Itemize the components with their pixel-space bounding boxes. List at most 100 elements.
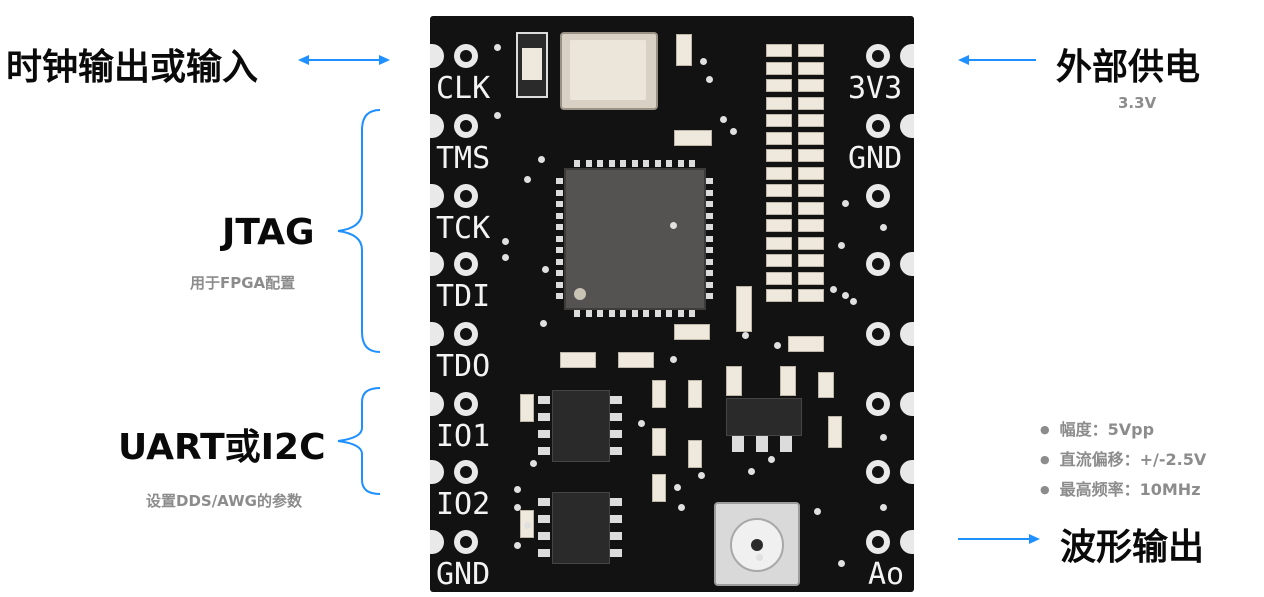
smd-cap-e: [520, 394, 534, 422]
array-capacitor: [766, 79, 792, 92]
pin-label-clk: CLK: [436, 71, 491, 106]
via: [830, 286, 837, 293]
fpga-lead: [706, 235, 713, 242]
pin-label-gnd-right: GND: [848, 141, 903, 176]
fpga-lead: [556, 258, 563, 265]
pin-label-3v3: 3V3: [848, 71, 903, 106]
pad-io1: [454, 392, 478, 416]
opamp-ic-2: [552, 492, 610, 564]
fpga-lead: [556, 247, 563, 253]
fpga-lead: [556, 201, 563, 207]
pad-tdo-half: [430, 322, 444, 346]
smd-resistor-1: [674, 130, 712, 146]
fpga-lead: [706, 224, 713, 230]
fpga-lead: [677, 310, 684, 317]
array-capacitor: [766, 61, 792, 75]
via: [494, 112, 501, 119]
ic-lead: [610, 532, 622, 540]
smd-cap-a: [726, 366, 742, 396]
array-capacitor: [766, 96, 792, 110]
fpga-lead: [608, 160, 615, 167]
smd-resistor-5: [788, 336, 824, 352]
clock-callout-title: 时钟输出或输入: [6, 47, 259, 88]
array-capacitor: [766, 131, 792, 145]
via: [524, 522, 531, 529]
array-capacitor: [766, 271, 792, 285]
array-capacitor: [798, 79, 824, 92]
fpga-lead: [706, 247, 713, 253]
ic-lead: [610, 498, 622, 506]
pad-tdi-half: [430, 252, 444, 276]
fpga-lead: [574, 160, 580, 167]
via: [774, 342, 781, 349]
pad-tck-half: [430, 184, 444, 208]
fpga-lead: [585, 310, 592, 317]
via: [756, 554, 763, 561]
via: [514, 504, 521, 511]
pin-label-io2: IO2: [436, 487, 491, 522]
pad-tck: [454, 184, 478, 208]
array-capacitor: [798, 131, 824, 145]
power-callout-subtitle: 3.3V: [1118, 94, 1157, 112]
spec-list: 幅度：5Vpp 直流偏移：+/-2.5V 最高频率：10MHz: [1040, 416, 1207, 506]
fpga-lead: [643, 310, 649, 317]
fpga-lead: [654, 310, 661, 317]
regulator-ic: [726, 398, 802, 436]
ic-lead: [732, 436, 744, 452]
pin-label-io1: IO1: [436, 419, 491, 454]
via: [530, 460, 537, 467]
array-capacitor: [798, 254, 824, 267]
via: [542, 266, 549, 273]
fpga-lead: [556, 270, 563, 276]
via: [524, 176, 531, 183]
via: [540, 320, 547, 327]
fpga-lead: [706, 212, 713, 219]
fpga-lead: [643, 160, 649, 167]
via: [514, 542, 521, 549]
smd-cap-i: [652, 428, 666, 456]
array-capacitor: [766, 114, 792, 127]
pad-r5-half: [900, 322, 914, 346]
fpga-lead: [706, 178, 713, 184]
pin-label-ao: Ao: [868, 557, 905, 592]
pad-tdi: [454, 252, 478, 276]
ic-lead: [538, 498, 550, 506]
pad-tms: [454, 114, 478, 138]
array-capacitor: [766, 166, 792, 180]
via: [514, 486, 521, 493]
ic-lead: [538, 396, 550, 404]
smd-resistor-4: [674, 324, 710, 340]
fpga-lead: [654, 160, 661, 167]
fpga-lead: [706, 293, 713, 299]
array-capacitor: [798, 271, 824, 285]
array-capacitor: [798, 236, 824, 250]
pad-r7: [866, 460, 890, 484]
pad-3v3-half: [900, 44, 914, 68]
fpga-chip: [564, 168, 706, 310]
pad-io2-half: [430, 460, 444, 484]
jtag-brace: [337, 109, 381, 353]
array-capacitor: [766, 149, 792, 162]
ic-lead: [538, 447, 550, 455]
smd-cap-g: [652, 380, 666, 408]
array-capacitor: [766, 289, 792, 302]
via: [494, 44, 501, 51]
via: [538, 156, 545, 163]
fpga-lead: [706, 281, 713, 288]
smd-cap-c: [818, 372, 834, 398]
spec-amplitude: 幅度：5Vpp: [1040, 416, 1206, 440]
pad-gnd-left: [454, 530, 478, 554]
smd-cap-h: [688, 380, 702, 408]
opamp-ic-1: [552, 390, 610, 462]
ic-lead: [538, 515, 550, 523]
ic-lead: [610, 447, 622, 455]
via: [700, 58, 707, 65]
power-arrow: [958, 55, 1036, 65]
pad-gnd-right-half: [900, 114, 914, 138]
uart-brace: [337, 387, 381, 495]
pin-label-tms: TMS: [436, 141, 491, 176]
smd-cap-b: [780, 366, 796, 396]
fpga-lead: [706, 270, 713, 276]
via: [842, 292, 849, 299]
via: [880, 504, 887, 511]
